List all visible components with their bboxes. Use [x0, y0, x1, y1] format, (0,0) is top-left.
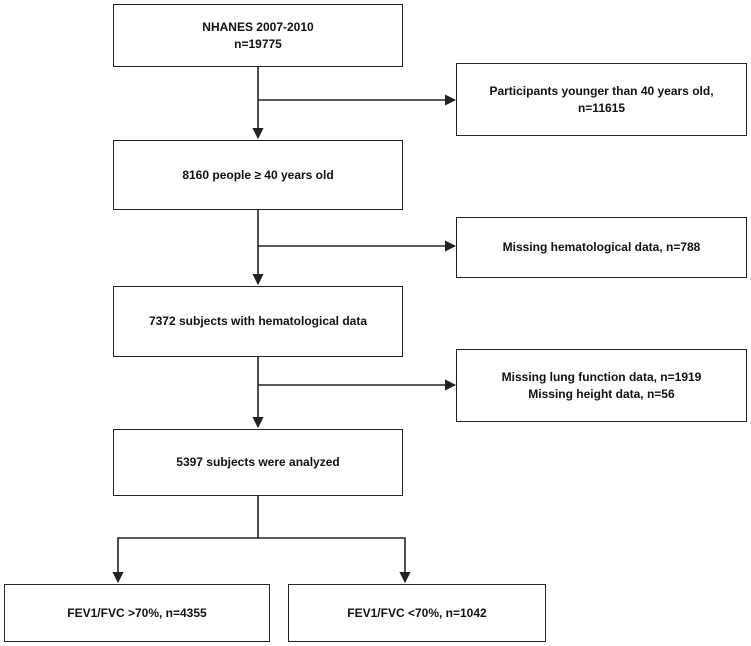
- excluded-lung-label: Missing lung function data, n=1919: [501, 370, 702, 385]
- hema-label: 7372 subjects with hematological data: [148, 314, 368, 329]
- fev-low-box: FEV1/FVC <70%, n=1042: [288, 584, 546, 642]
- excluded-young-label: Participants younger than 40 years old,: [489, 84, 714, 99]
- excluded-height-label: Missing height data, n=56: [528, 386, 675, 401]
- analyzed-label: 5397 subjects were analyzed: [176, 455, 340, 470]
- age40-box: 8160 people ≥ 40 years old: [113, 140, 403, 210]
- excluded-hema-label: Missing hematological data, n=788: [502, 240, 701, 255]
- fev-low-label: FEV1/FVC <70%, n=1042: [347, 605, 487, 620]
- hema-box: 7372 subjects with hematological data: [113, 286, 403, 357]
- excluded-young-count: n=11615: [577, 100, 626, 115]
- nhanes-count: n=19775: [234, 36, 282, 51]
- connector-analyzed-split: [112, 496, 259, 584]
- nhanes-title: NHANES 2007-2010: [202, 20, 314, 35]
- excluded-young-box: Participants younger than 40 years old, …: [456, 63, 747, 136]
- fev-high-box: FEV1/FVC >70%, n=4355: [4, 584, 270, 642]
- analyzed-box: 5397 subjects were analyzed: [113, 429, 403, 496]
- nhanes-box: NHANES 2007-2010 n=19775: [113, 4, 403, 67]
- age40-label: 8160 people ≥ 40 years old: [182, 167, 334, 182]
- fev-high-label: FEV1/FVC >70%, n=4355: [67, 605, 207, 620]
- excluded-hema-box: Missing hematological data, n=788: [456, 217, 747, 278]
- excluded-lung-box: Missing lung function data, n=1919 Missi…: [456, 349, 747, 422]
- connector-analyzed-split-right: [258, 537, 411, 584]
